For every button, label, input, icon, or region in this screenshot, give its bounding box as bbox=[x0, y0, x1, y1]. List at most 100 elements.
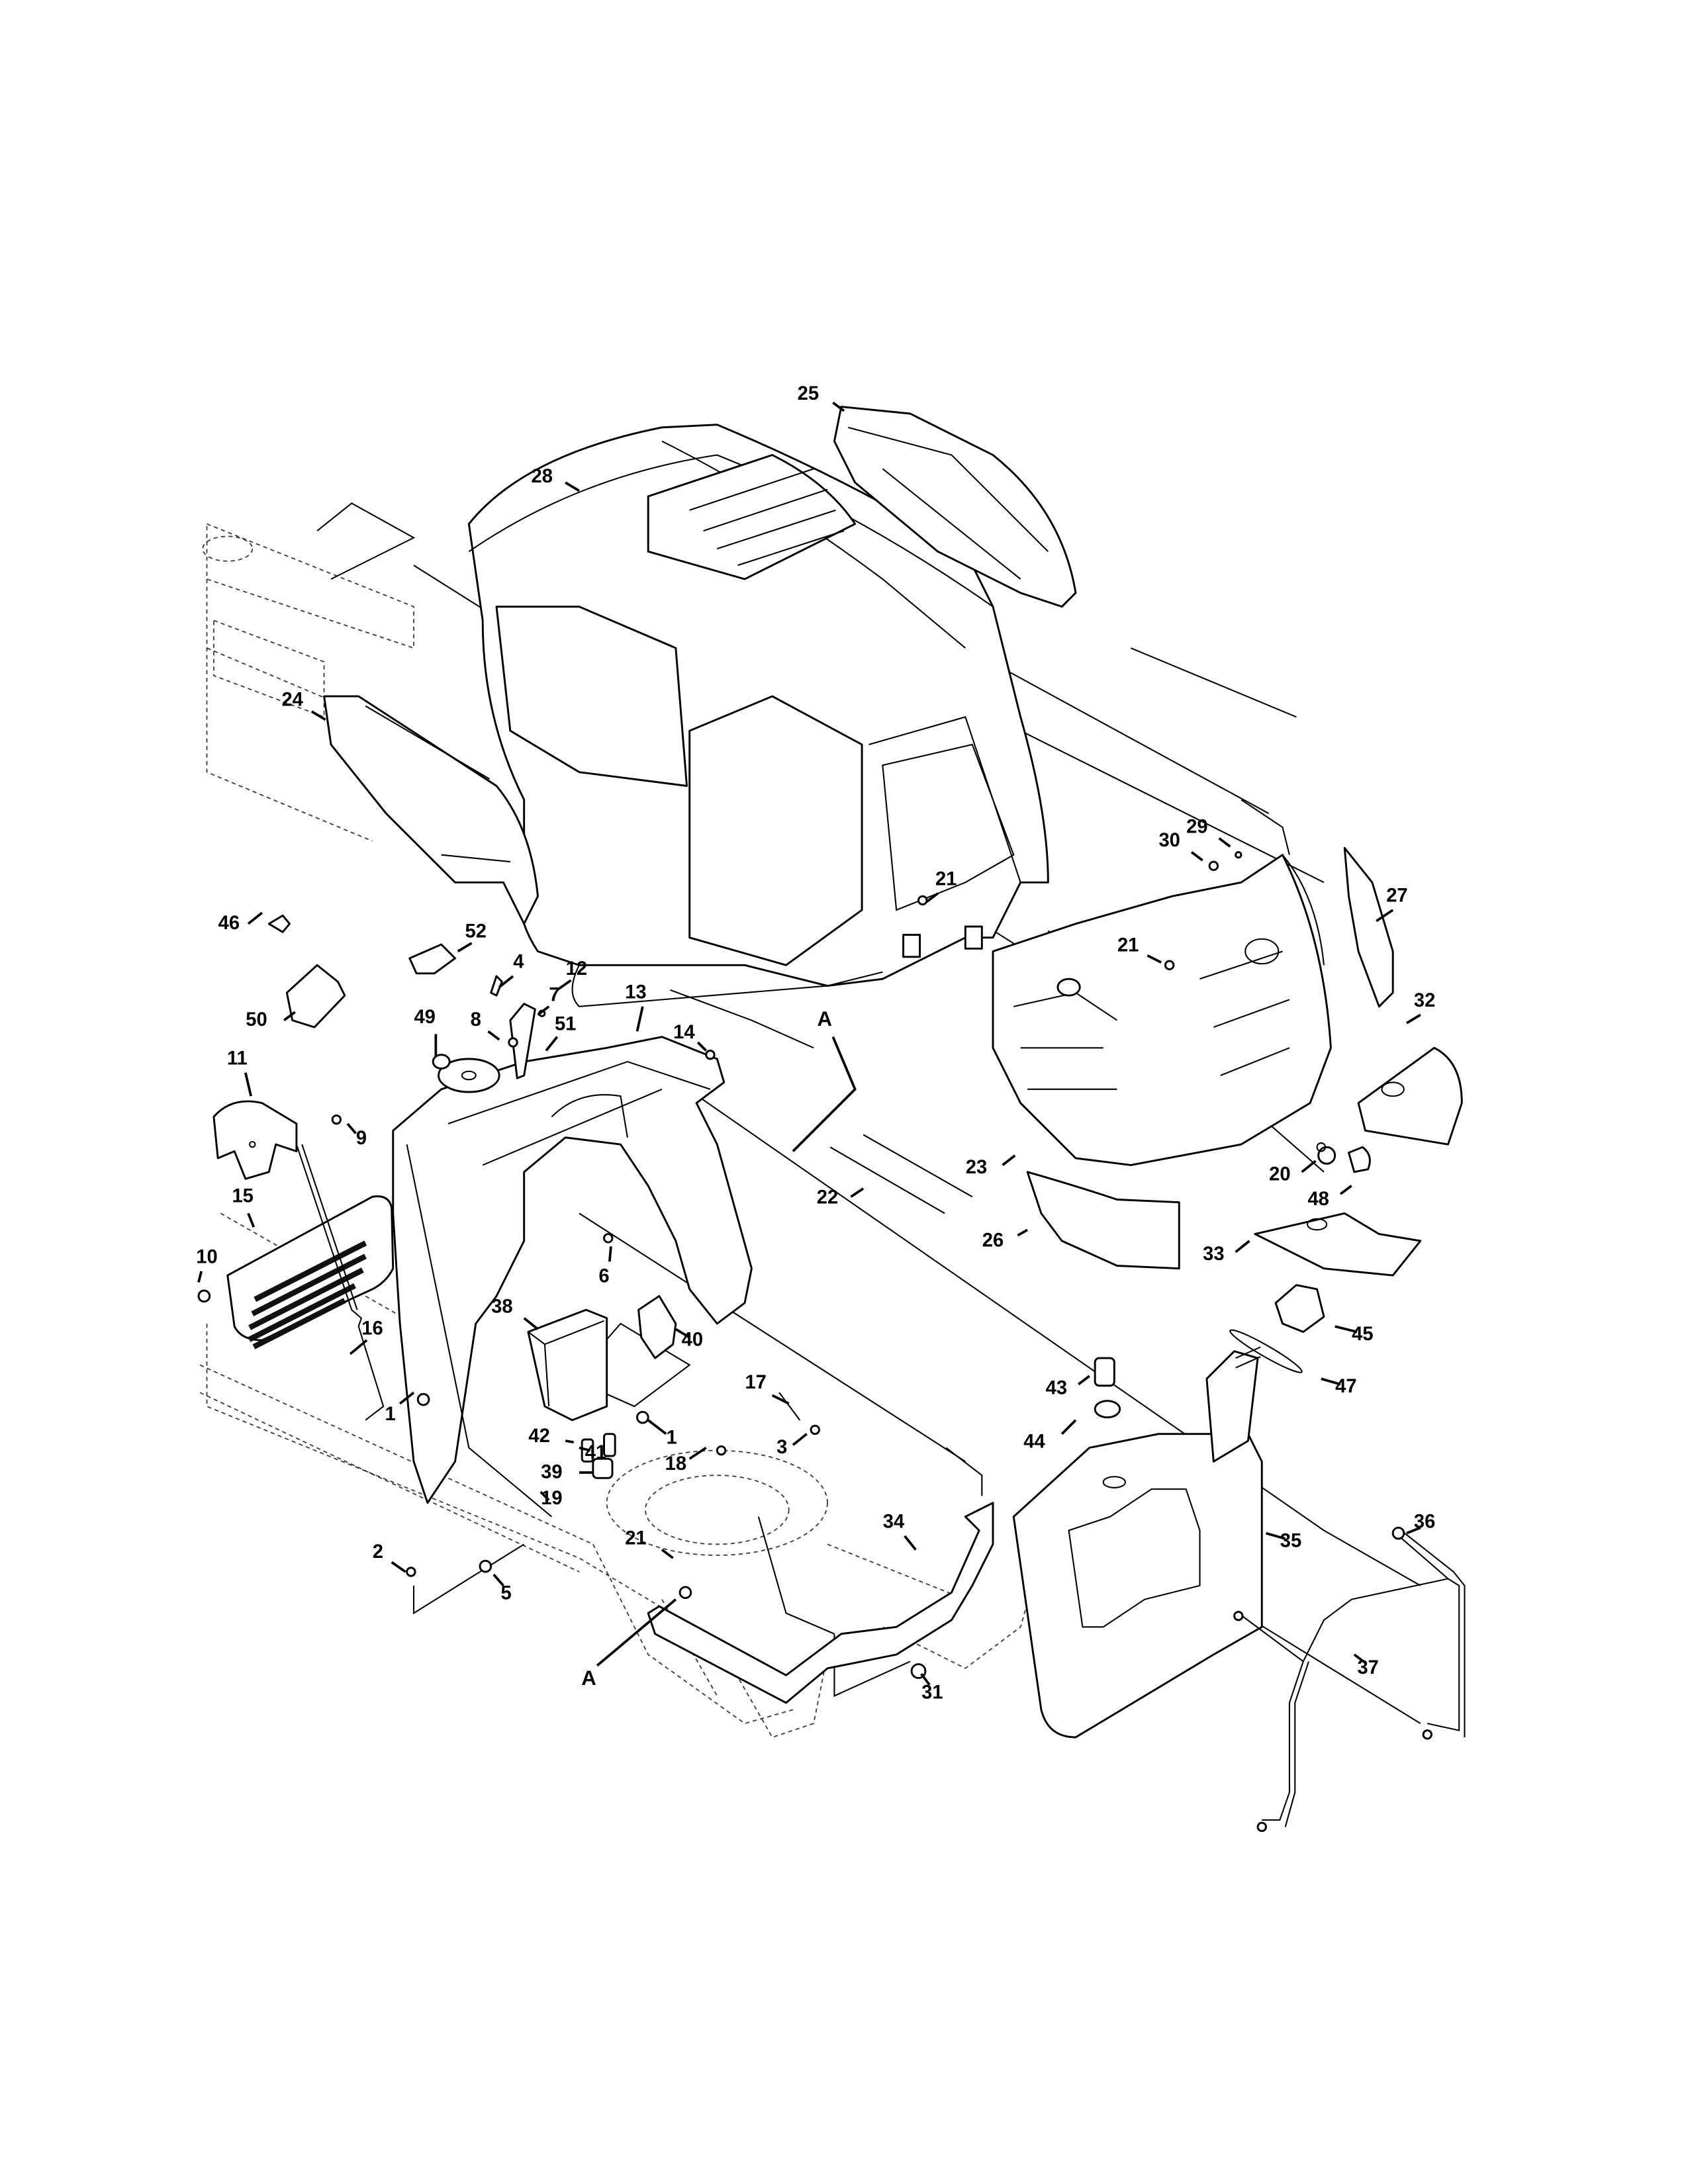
callout-35: 35 bbox=[1265, 1531, 1301, 1552]
leader-line bbox=[283, 1011, 296, 1022]
headlight-lens-upper bbox=[1357, 1046, 1463, 1146]
callout-16: 16 bbox=[349, 1318, 383, 1355]
callout-34: 34 bbox=[883, 1511, 917, 1551]
reference-letter-A: A bbox=[792, 1007, 857, 1152]
callout-21: 21 bbox=[1117, 935, 1162, 964]
callout-11: 11 bbox=[227, 1048, 252, 1097]
leader-line bbox=[832, 401, 845, 412]
throttle-lever bbox=[509, 1003, 536, 1079]
callout-45: 45 bbox=[1335, 1324, 1374, 1345]
leader-line bbox=[1301, 1160, 1317, 1173]
callout-text: 21 bbox=[625, 1527, 646, 1549]
callout-43: 43 bbox=[1046, 1375, 1090, 1398]
callout-36: 36 bbox=[1406, 1511, 1435, 1535]
leader-line bbox=[1335, 1325, 1358, 1334]
lens-panel-lower bbox=[1026, 1171, 1180, 1270]
callout-text: 39 bbox=[541, 1461, 562, 1482]
callout-text: 21 bbox=[1117, 935, 1139, 956]
callout-text: 21 bbox=[935, 869, 957, 890]
leader-line bbox=[1002, 1154, 1016, 1166]
callout-text: 29 bbox=[1186, 816, 1207, 837]
callout-44: 44 bbox=[1023, 1419, 1077, 1453]
leader-line bbox=[1017, 1228, 1029, 1237]
fuel-cap bbox=[1274, 1284, 1325, 1333]
leader-line bbox=[1235, 1240, 1250, 1253]
hood bbox=[467, 424, 1049, 1007]
callout-37: 37 bbox=[1353, 1653, 1379, 1678]
callout-10: 10 bbox=[196, 1246, 218, 1283]
fasteners bbox=[197, 851, 1432, 1833]
leader-line bbox=[457, 942, 473, 953]
callout-text: 31 bbox=[921, 1682, 943, 1704]
leader-line bbox=[537, 1005, 550, 1016]
seat-switch-bracket bbox=[212, 1100, 298, 1180]
callout-5: 5 bbox=[492, 1573, 512, 1604]
callout-text: 36 bbox=[1414, 1511, 1435, 1532]
callout-text: 42 bbox=[528, 1426, 549, 1447]
callout-41: 41 bbox=[579, 1442, 606, 1463]
leader-line bbox=[1353, 1653, 1366, 1664]
callout-6: 6 bbox=[598, 1246, 612, 1287]
leader-line bbox=[1147, 954, 1162, 964]
ignition-switch-plate bbox=[637, 1295, 677, 1359]
callout-32: 32 bbox=[1406, 990, 1435, 1024]
callout-28: 28 bbox=[532, 466, 580, 492]
leader-line bbox=[244, 1072, 252, 1097]
hood-side-panel-left bbox=[323, 695, 539, 925]
callout-15: 15 bbox=[232, 1186, 256, 1228]
callout-text: 9 bbox=[356, 1128, 367, 1149]
leader-line bbox=[608, 1246, 612, 1262]
callout-4: 4 bbox=[498, 952, 524, 989]
leader-line bbox=[688, 1446, 707, 1460]
callout-text: 38 bbox=[491, 1296, 512, 1317]
spacer-39 bbox=[592, 1457, 614, 1479]
reference-letters: AA bbox=[581, 1007, 857, 1690]
callout-48: 48 bbox=[1307, 1185, 1352, 1210]
leader-line bbox=[596, 1598, 677, 1667]
callout-52: 52 bbox=[457, 921, 487, 953]
key-46 bbox=[267, 914, 291, 933]
callout-40: 40 bbox=[675, 1328, 703, 1350]
leader-line bbox=[391, 1561, 406, 1573]
headlight-bulb bbox=[1348, 1146, 1371, 1173]
callout-1: 1 bbox=[647, 1419, 677, 1448]
leader-line bbox=[647, 1419, 667, 1435]
callout-text: 1 bbox=[666, 1427, 677, 1448]
callout-text: 40 bbox=[682, 1329, 703, 1350]
callout-12: 12 bbox=[556, 958, 587, 991]
leader-line bbox=[675, 1328, 690, 1339]
leader-line bbox=[792, 1036, 857, 1152]
leader-line bbox=[556, 979, 572, 991]
callout-3: 3 bbox=[776, 1433, 808, 1458]
callout-51: 51 bbox=[545, 1013, 576, 1052]
callout-20: 20 bbox=[1269, 1160, 1317, 1185]
dash-panel bbox=[392, 1036, 753, 1518]
leader-line bbox=[696, 1041, 707, 1052]
reference-letter-A: A bbox=[581, 1598, 677, 1690]
leader-line bbox=[247, 911, 263, 925]
leader-line bbox=[1218, 837, 1231, 848]
callout-21: 21 bbox=[625, 1527, 674, 1559]
callout-26: 26 bbox=[982, 1228, 1029, 1251]
leader-line bbox=[310, 710, 326, 721]
callout-49: 49 bbox=[414, 1007, 438, 1056]
fuel-tank-bracket bbox=[647, 1447, 994, 1704]
callout-text: 26 bbox=[982, 1230, 1004, 1251]
callout-text: 3 bbox=[776, 1437, 787, 1458]
leader-line bbox=[399, 1391, 415, 1405]
callout-2: 2 bbox=[373, 1541, 406, 1573]
callout-text: 22 bbox=[817, 1187, 838, 1208]
callout-text: 25 bbox=[798, 383, 819, 404]
leader-line bbox=[579, 1446, 591, 1452]
callout-text: 28 bbox=[532, 466, 553, 487]
callout-text: 49 bbox=[414, 1007, 435, 1028]
callout-21: 21 bbox=[925, 869, 957, 903]
callout-31: 31 bbox=[920, 1673, 943, 1704]
callout-18: 18 bbox=[665, 1446, 707, 1475]
callout-text: 8 bbox=[471, 1009, 481, 1030]
callout-39: 39 bbox=[541, 1461, 593, 1482]
callout-text: 48 bbox=[1307, 1189, 1329, 1210]
callout-text: 50 bbox=[246, 1009, 267, 1030]
callout-text: 1 bbox=[385, 1404, 395, 1425]
callout-14: 14 bbox=[673, 1022, 707, 1052]
